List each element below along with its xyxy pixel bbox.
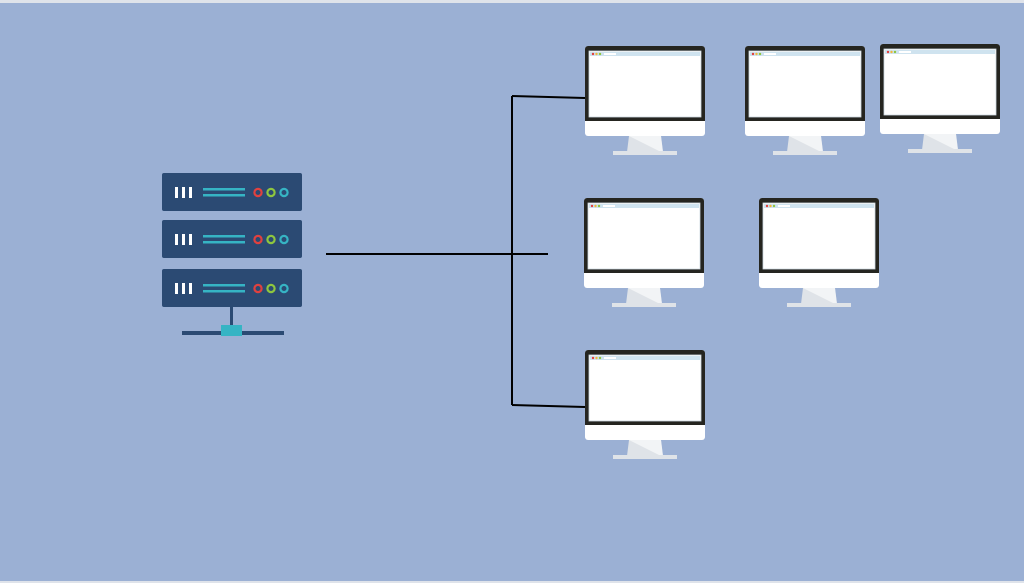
server-vent-bar [189,187,192,198]
browser-tab [899,51,911,53]
server-vent-bar [189,283,192,294]
browser-window-dot-icon [765,204,769,208]
server-unit [162,173,302,211]
server-status-led-icon [266,283,276,294]
browser-window-dot-icon [755,52,758,56]
browser-tab [604,53,616,55]
server-status-led-icon [253,234,263,245]
browser-window-dot-icon [598,52,602,56]
browser-window-dot-icon [591,356,595,360]
browser-tab [764,53,776,55]
monitor-screen [763,203,875,269]
server-vent-bar [182,283,185,294]
monitor-stand-base [613,151,677,155]
desktop-monitor-icon [584,198,704,307]
monitor-screen-frame [762,202,876,270]
browser-window-dot-icon [591,52,595,56]
server-status-led-icon [279,283,289,294]
server-status-led-icon [279,234,289,245]
server-vent-bar [189,234,192,245]
server-stand-pole [230,307,233,327]
browser-title-bar [750,52,860,56]
server-rack-icon [162,173,302,336]
monitor-screen [589,51,701,117]
desktop-monitor-icon [585,46,705,155]
monitor-stand-highlight [924,134,958,150]
browser-window-dot-icon [597,204,601,208]
server-status-led-icon [266,187,276,198]
monitor-stand-highlight [628,288,662,304]
server-stripe [203,188,245,191]
server-vent-bar [182,234,185,245]
connection-lines [326,95,586,408]
monitor-stand-base [612,303,676,307]
browser-window-dot-icon [886,50,890,54]
server-unit-body [162,269,302,307]
browser-window-dot-icon [595,52,598,56]
browser-window-dot-icon [590,204,594,208]
server-vent-bar [175,234,178,245]
monitor-screen [749,51,861,117]
monitor-stand-base [787,303,851,307]
server-vent-bar [182,187,185,198]
browser-window-dot-icon [594,204,597,208]
browser-title-bar [590,356,700,360]
monitor-stand-base [908,149,972,153]
desktop-monitor-icon [759,198,879,307]
monitor-screen [884,49,996,115]
monitor-screen [589,355,701,421]
network-diagram [0,3,1024,581]
server-status-led-icon [279,187,289,198]
browser-tab [603,205,615,207]
browser-window-dot-icon [893,50,897,54]
desktop-monitor-icon [880,44,1000,153]
monitor-stand-highlight [629,136,663,152]
server-unit-body [162,173,302,211]
browser-window-dot-icon [890,50,893,54]
connector-branch-bottom [511,404,586,408]
monitor-stand-base [773,151,837,155]
server-stripe [203,194,245,197]
browser-tab [604,357,616,359]
browser-window-dot-icon [772,204,776,208]
server-network-port [221,325,242,336]
monitor-stand-highlight [803,288,837,304]
browser-window-dot-icon [598,356,602,360]
browser-window-dot-icon [769,204,772,208]
browser-title-bar [589,204,699,208]
browser-title-bar [764,204,874,208]
browser-window-dot-icon [758,52,762,56]
browser-title-bar [885,50,995,54]
server-unit [162,220,302,258]
browser-window-dot-icon [595,356,598,360]
server-status-led-icon [253,283,263,294]
desktop-monitor-icon [745,46,865,155]
server-unit [162,269,302,307]
browser-window-dot-icon [751,52,755,56]
server-stripe [203,235,245,238]
server-stripe [203,290,245,293]
monitor-stand-highlight [629,440,663,456]
monitor-stand-base [613,455,677,459]
monitor-stand-highlight [789,136,823,152]
browser-title-bar [590,52,700,56]
monitor-screen-frame [748,50,862,118]
server-status-led-icon [253,187,263,198]
server-vent-bar [175,187,178,198]
monitor-screen [588,203,700,269]
desktop-monitor-icon [585,350,705,459]
server-status-led-icon [266,234,276,245]
diagram-canvas [0,3,1024,581]
server-stripe [203,241,245,244]
server-stripe [203,284,245,287]
monitor-screen-frame [588,354,702,422]
connector-branch-top [511,95,586,99]
client-computers [584,44,1000,459]
monitor-screen-frame [883,48,997,116]
server-vent-bar [175,283,178,294]
server-unit-body [162,220,302,258]
browser-tab [778,205,790,207]
monitor-screen-frame [587,202,701,270]
monitor-screen-frame [588,50,702,118]
